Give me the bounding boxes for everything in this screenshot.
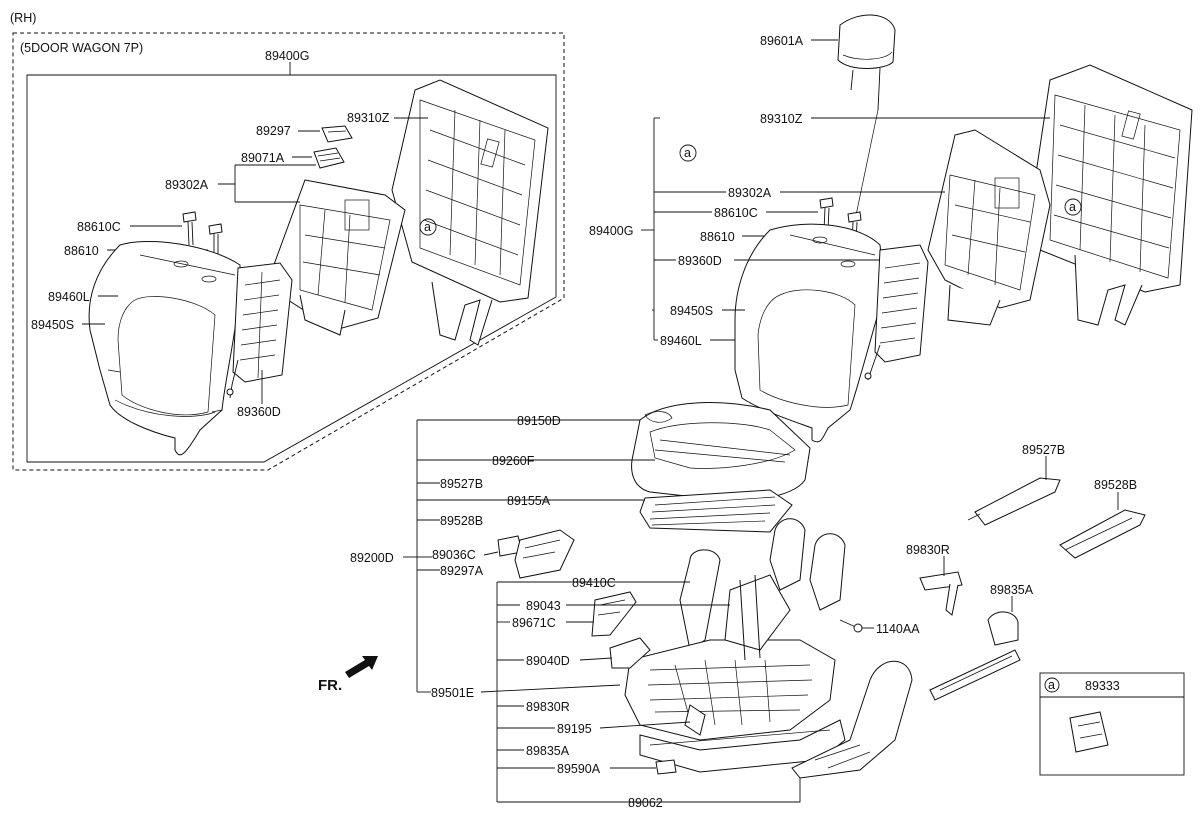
variant-enclosure: [12, 32, 565, 471]
callout-89830R-right: 89830R: [906, 543, 950, 557]
seatback-assembly-box: [26, 74, 557, 463]
callout-89150D: 89150D: [517, 414, 561, 428]
seatback-board-left: [271, 179, 406, 336]
leader-89501E: [480, 684, 621, 693]
headrest-89601A: [837, 14, 896, 111]
callout-89302A-right: 89302A: [728, 186, 772, 200]
bolt-1140AA: [839, 619, 863, 633]
callout-89260F: 89260F: [492, 454, 535, 468]
seatback-cushion-left: [88, 241, 241, 456]
callout-89835A-mid: 89835A: [526, 744, 570, 758]
callout-89528B-right: 89528B: [1094, 478, 1137, 492]
callout-89043: 89043: [526, 599, 561, 613]
ref-marker-detail: a: [1048, 678, 1055, 692]
headrest-stay-line: [854, 109, 879, 221]
side-cover-89036C: [497, 529, 575, 579]
callout-89450S-left: 89450S: [31, 318, 74, 332]
callout-89310Z-right: 89310Z: [760, 112, 803, 126]
ref-marker-right: a: [1069, 200, 1076, 214]
rail-89835A: [929, 611, 1021, 701]
callout-89835A-right: 89835A: [990, 583, 1034, 597]
leader-89036C-pt: [483, 551, 499, 556]
callout-89460L-left: 89460L: [48, 290, 90, 304]
detail-box-89333: [1039, 672, 1185, 776]
rail-cover-89527B: [967, 477, 1061, 526]
side-label: (RH): [10, 11, 36, 25]
ref-marker-circle-left: [419, 218, 437, 236]
callout-89040D: 89040D: [526, 654, 570, 668]
handle-89830R: [919, 571, 963, 616]
callout-88610-right: 88610: [700, 230, 735, 244]
seatback-board-right: [927, 129, 1051, 326]
callout-89527B-mid: 89527B: [440, 477, 483, 491]
callout-88610C-right: 88610C: [714, 206, 758, 220]
callout-89400G-box: 89400G: [265, 49, 309, 63]
variant-label: (5DOOR WAGON 7P): [20, 41, 143, 55]
callout-88610-left: 88610: [64, 244, 99, 258]
callout-89155A: 89155A: [507, 494, 551, 508]
callout-89601A: 89601A: [760, 34, 804, 48]
callout-89528B-mid: 89528B: [440, 514, 483, 528]
callout-88610C-left: 88610C: [77, 220, 121, 234]
leader-89062: [497, 778, 801, 803]
rail-cover-89528B: [1059, 509, 1146, 559]
ref-marker-mid: a: [684, 146, 691, 160]
callout-89501E: 89501E: [431, 686, 474, 700]
callout-89071A: 89071A: [241, 151, 285, 165]
ref-marker-left: a: [424, 220, 431, 234]
callout-89410C: 89410C: [572, 576, 616, 590]
clip-89297: [321, 125, 353, 143]
leader-89040D: [579, 657, 613, 661]
seatback-heater-left: [226, 262, 293, 399]
callout-1140AA: 1140AA: [876, 622, 920, 636]
ref-marker-circle-right: [1064, 198, 1082, 216]
leader-89302A-left: [234, 164, 316, 203]
callout-89400G-right: 89400G: [589, 224, 633, 238]
callout-89062: 89062: [628, 796, 663, 810]
seat-cushion: [631, 402, 811, 503]
callout-89310Z-left: 89310Z: [347, 111, 390, 125]
seat-frame-assembly: [624, 518, 846, 773]
callout-89297A: 89297A: [440, 564, 484, 578]
callout-89360D-left: 89360D: [237, 405, 281, 419]
trim-89040D: [609, 637, 651, 669]
trim-89043: [591, 591, 637, 637]
headrest-guide-88610C-left: [182, 211, 197, 246]
callout-89195: 89195: [557, 722, 592, 736]
seatback-frame-right: [1034, 64, 1193, 326]
callout-89297: 89297: [256, 124, 291, 138]
callout-89527B-right: 89527B: [1022, 443, 1065, 457]
callout-89671C: 89671C: [512, 616, 556, 630]
latch-89071A: [313, 147, 345, 169]
leader-89195: [599, 721, 691, 729]
callout-89302A-left: 89302A: [165, 178, 209, 192]
callout-89036C: 89036C: [432, 548, 476, 562]
front-direction-arrow: [345, 656, 378, 678]
seatback-heater-right: [864, 244, 929, 381]
callout-89830R-mid: 89830R: [526, 700, 570, 714]
callout-89333: 89333: [1085, 679, 1120, 693]
front-direction-label: FR.: [318, 677, 342, 694]
callout-89450S-right: 89450S: [670, 304, 713, 318]
callout-89460L-right: 89460L: [660, 334, 702, 348]
seatback-cushion-right: [734, 223, 886, 443]
ref-marker-circle-mid: [679, 144, 697, 162]
callout-89200D: 89200D: [350, 551, 394, 565]
callout-89360D-right: 89360D: [678, 254, 722, 268]
part-89590A: [655, 759, 677, 775]
headrest-guide-88610C-right: [819, 197, 834, 231]
seat-heater: [639, 489, 793, 533]
callout-89590A: 89590A: [557, 762, 601, 776]
seatback-frame-left: [391, 79, 549, 346]
